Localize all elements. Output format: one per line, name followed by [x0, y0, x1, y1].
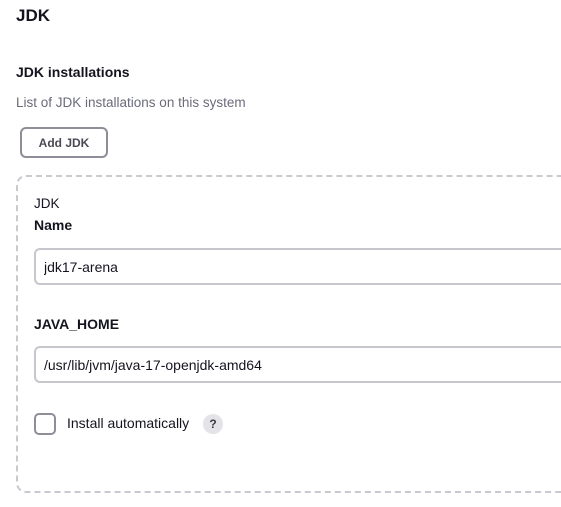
jdk-installation-card	[16, 175, 561, 493]
question-mark-icon[interactable]: ?	[203, 414, 223, 434]
java-home-label: JAVA_HOME	[34, 316, 120, 332]
section-title: JDK	[16, 6, 51, 25]
jdk-installations-description: List of JDK installations on this system	[16, 95, 246, 110]
jdk-installations-title: JDK installations	[16, 64, 130, 80]
install-automatically-label[interactable]: Install automatically	[67, 415, 190, 431]
add-jdk-button[interactable]: Add JDK	[20, 127, 108, 158]
name-input[interactable]	[34, 248, 561, 285]
java-home-input[interactable]	[34, 346, 561, 383]
name-label: Name	[34, 217, 73, 233]
install-automatically-checkbox[interactable]	[34, 413, 56, 435]
jdk-card-heading: JDK	[34, 196, 60, 211]
